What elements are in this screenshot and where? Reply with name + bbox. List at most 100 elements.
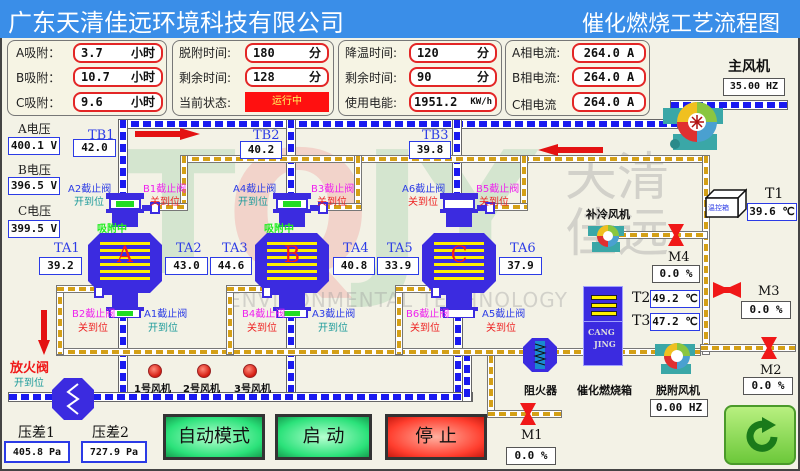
m4-value: 0.0 % (652, 265, 700, 283)
t3-label: T3 (632, 313, 651, 329)
catalytic-box-icon[interactable]: CANG JING (583, 286, 623, 366)
divider (584, 321, 622, 322)
b-adsorb-value: 10.7 小时 (73, 67, 163, 87)
flame-arrester-icon[interactable] (523, 338, 557, 372)
b-voltage-label: B电压 (18, 163, 51, 177)
m1-riser-pipe (487, 355, 495, 415)
b2-valve-state: 关到位 (78, 323, 108, 334)
m1-value: 0.0 % (506, 447, 556, 465)
m3-value: 0.0 % (741, 301, 791, 319)
b4-valve-icon[interactable] (262, 286, 272, 298)
b4-drop-pipe (226, 285, 234, 355)
main-fan-freq: 35.00 HZ (723, 78, 785, 96)
m1-damper-icon[interactable] (520, 403, 536, 425)
b1-valve-icon[interactable] (150, 202, 160, 214)
b4-valve-name: B4截止阀 (242, 309, 286, 320)
a2-valve-state: 开到位 (74, 197, 104, 208)
a5-valve-state: 关到位 (486, 323, 516, 334)
desorb-fan-icon[interactable] (655, 340, 697, 376)
fan1-status-lamp (148, 364, 162, 378)
adsorption-tower-b[interactable] (255, 193, 329, 318)
c-current-label: C相电流 (512, 98, 557, 112)
company-name: 广东天清佳远环境科技有限公司 (8, 9, 344, 37)
a-adsorb-label: A吸附： (16, 46, 61, 60)
t3-value: 47.2 ℃ (650, 313, 700, 331)
main-exhaust-pipe-top (118, 119, 678, 129)
main-fan-outlet-pipe (670, 100, 788, 110)
pressure2-label: 压差2 (92, 425, 129, 441)
start-button[interactable]: 启 动 (275, 414, 372, 460)
b1-stub (142, 205, 154, 211)
b6-valve-icon[interactable] (431, 286, 441, 298)
stop-button[interactable]: 停 止 (385, 414, 487, 460)
b3-valve-icon[interactable] (318, 202, 328, 214)
m3-damper-icon[interactable] (713, 282, 741, 298)
filter-icon[interactable] (52, 378, 94, 420)
temp-control-box-icon (705, 188, 747, 218)
inlet-riser-pipe (462, 352, 472, 402)
b5-valve-state: 关到位 (479, 197, 509, 208)
pressure1-label: 压差1 (18, 425, 55, 441)
auto-mode-button[interactable]: 自动模式 (163, 414, 265, 460)
m2-label: M2 (760, 363, 782, 378)
tb2-value: 40.2 (240, 141, 282, 159)
temp-control-box-label: 温控箱 (708, 204, 729, 212)
a-current-label: A相电流: (512, 46, 561, 60)
value: 120 (417, 46, 439, 60)
a4-valve-name: A4截止阀 (233, 184, 277, 195)
fan2-status-lamp (197, 364, 211, 378)
desorb-fan-label: 脱附风机 (656, 384, 700, 397)
energy-label: 使用电能: (345, 96, 398, 110)
b-current-label: B相电流: (512, 71, 561, 85)
refresh-button[interactable] (724, 405, 796, 465)
fire-valve-name: 放火阀 (10, 361, 50, 376)
main-fan-icon[interactable] (663, 100, 725, 152)
c-voltage-label: C电压 (18, 204, 52, 218)
tb3-value: 39.8 (409, 141, 451, 159)
t2-label: T2 (632, 290, 651, 306)
flow-arrow-left-icon (538, 144, 603, 156)
heater-bar (591, 295, 617, 300)
ta4-value: 40.8 (333, 257, 375, 275)
ta2-label: TA2 (176, 241, 202, 256)
unit: 小时 (130, 70, 155, 84)
b2-stub (104, 289, 114, 295)
tb2-label: TB2 (253, 128, 280, 143)
a3-valve-name: A3截止阀 (312, 309, 356, 320)
catalytic-text2: JING (594, 339, 616, 349)
ta2-value: 43.0 (165, 257, 208, 275)
unit: 小时 (130, 46, 155, 60)
m4-label: M4 (668, 250, 690, 265)
b5-stub (477, 205, 489, 211)
adsorption-tower-a[interactable] (88, 193, 162, 318)
status-badge: 运行中 (245, 92, 329, 112)
unit: KW/h (470, 97, 492, 107)
desorb-pipe-c-drop (520, 155, 528, 207)
adsorption-tower-c[interactable] (422, 193, 496, 318)
unit: 分 (476, 46, 489, 60)
m4-damper-icon[interactable] (668, 224, 684, 246)
tb3-label: TB3 (422, 128, 449, 143)
cool-fan-icon[interactable] (588, 222, 626, 254)
c-voltage-value: 399.5 V (8, 220, 60, 238)
b-voltage-value: 396.5 V (8, 177, 60, 195)
phase-current-panel: A相电流: 264.0 A B相电流: 264.0 A C相电流 264.0 A (505, 40, 650, 116)
b1-valve-state: 关到位 (150, 197, 180, 208)
m3-label: M3 (758, 284, 780, 299)
tower-a-top-pipe (118, 119, 128, 194)
ta1-value: 39.2 (39, 257, 82, 275)
a1-valve-name: A1截止阀 (144, 309, 188, 320)
b3-stub (310, 205, 322, 211)
b2-valve-icon[interactable] (94, 286, 104, 298)
t1-label: T1 (765, 186, 784, 202)
m2-pipe (700, 344, 796, 352)
tower-b-letter: B (283, 243, 301, 268)
b5-valve-icon[interactable] (485, 202, 495, 214)
m2-damper-icon[interactable] (761, 337, 777, 359)
heater-bar (591, 311, 617, 316)
value: 10.7 (81, 70, 110, 84)
